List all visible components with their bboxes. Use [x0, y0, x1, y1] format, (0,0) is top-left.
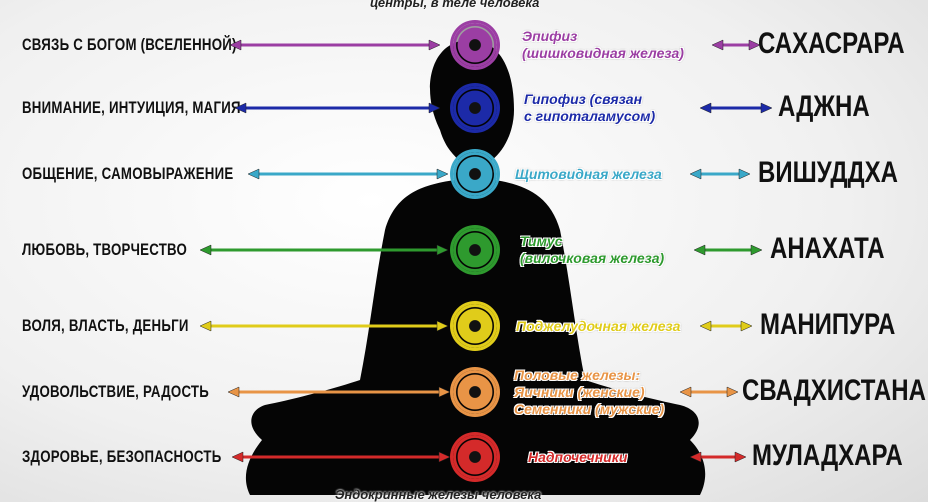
- double-arrow-right: [689, 168, 751, 180]
- gland-line: Тимус: [520, 233, 563, 249]
- gland-line: (вилочковая железа): [520, 250, 665, 266]
- meaning-label: ВОЛЯ, ВЛАСТЬ, ДЕНЬГИ: [22, 316, 189, 335]
- chakra-name: СВАДХИСТАНА: [742, 374, 926, 407]
- double-arrow-right: [699, 102, 773, 114]
- double-arrow-right: [699, 320, 753, 332]
- double-arrow-left: [199, 320, 449, 332]
- anahata-star-icon: [453, 228, 497, 272]
- gland-line: Поджелудочная железа: [516, 317, 681, 334]
- chakra-name: АНАХАТА: [770, 232, 885, 265]
- chakra-name: АДЖНА: [778, 90, 870, 123]
- gland-label: Поджелудочная железа: [516, 318, 680, 335]
- gland-line: с гипоталамусом): [524, 108, 656, 124]
- chakra-name: САХАСРАРА: [758, 27, 905, 60]
- meaning-label: ЛЮБОВЬ, ТВОРЧЕСТВО: [22, 240, 188, 259]
- chakra-name: МУЛАДХАРА: [752, 439, 903, 472]
- double-arrow-left: [229, 39, 441, 51]
- meaning-label: ОБЩЕНИЕ, САМОВЫРАЖЕНИЕ: [22, 164, 234, 183]
- double-arrow-left: [227, 386, 451, 398]
- meaning-label: ВНИМАНИЕ, ИНТУИЦИЯ, МАГИЯ: [22, 98, 241, 117]
- gland-line: Эпифиз: [522, 28, 578, 44]
- bottom-caption: Эндокринные железы человека: [335, 487, 542, 502]
- gland-line: Половые железы:: [514, 366, 641, 383]
- gland-label: Щитовидная железа: [515, 166, 662, 183]
- muladhara-square-icon: [453, 435, 497, 479]
- gland-line: Семенники (мужские): [514, 400, 665, 417]
- meaning-label: ЗДОРОВЬЕ, БЕЗОПАСНОСТЬ: [22, 447, 222, 466]
- gland-line: (шишковидная железа): [522, 45, 684, 61]
- gland-label: Тимус(вилочковая железа): [520, 233, 664, 267]
- chakra-name: МАНИПУРА: [760, 308, 896, 341]
- double-arrow-left: [247, 168, 449, 180]
- double-arrow-right: [679, 386, 739, 398]
- double-arrow-left: [231, 451, 451, 463]
- double-arrow-left: [199, 244, 449, 256]
- vishuddha-icon: [453, 152, 497, 196]
- gland-label: Половые железы:Яичники (женские)Семенник…: [514, 367, 664, 418]
- top-caption: центры, в теле человека: [370, 0, 540, 10]
- gland-label: Эпифиз(шишковидная железа): [522, 28, 684, 62]
- gland-label: Надпочечники: [528, 449, 627, 466]
- double-arrow-right: [689, 451, 747, 463]
- gland-line: Щитовидная железа: [515, 165, 662, 182]
- gland-line: Надпочечники: [528, 448, 628, 465]
- chakra-name: ВИШУДДХА: [758, 156, 898, 189]
- sahasrara-lotus-icon: [453, 23, 497, 67]
- double-arrow-right: [693, 244, 763, 256]
- manipura-triangle-icon: [453, 304, 497, 348]
- double-arrow-left: [234, 102, 441, 114]
- meaning-label: СВЯЗЬ С БОГОМ (ВСЕЛЕННОЙ): [22, 35, 237, 54]
- gland-line: Яичники (женские): [514, 383, 645, 400]
- meaning-label: УДОВОЛЬСТВИЕ, РАДОСТЬ: [22, 382, 210, 401]
- ajna-eye-icon: [453, 86, 497, 130]
- double-arrow-right: [711, 39, 761, 51]
- gland-line: Гипофиз (связан: [524, 91, 643, 107]
- svadhisthana-crescent-icon: [453, 370, 497, 414]
